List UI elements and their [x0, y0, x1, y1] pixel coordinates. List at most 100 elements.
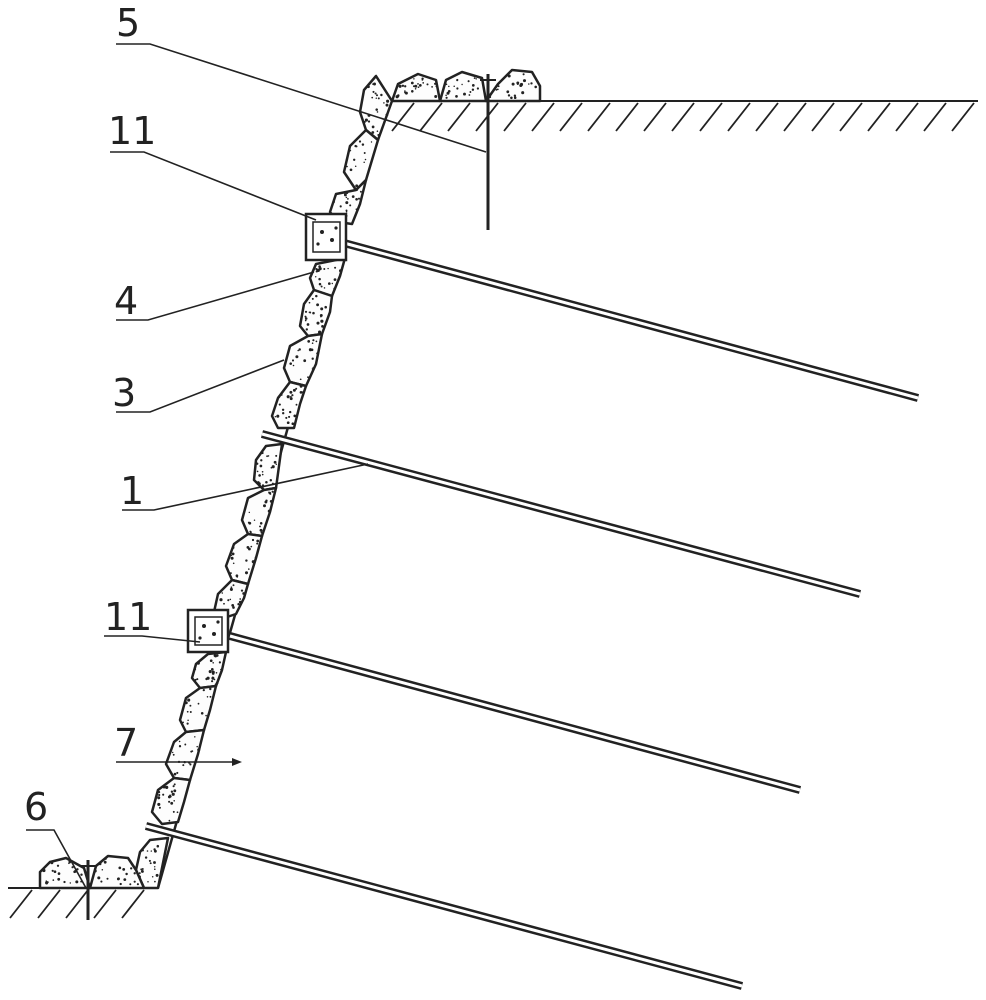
concrete-speck [242, 592, 245, 595]
concrete-speck [256, 462, 259, 465]
concrete-speck [141, 849, 144, 852]
concrete-speck [215, 681, 219, 685]
concrete-speck [346, 165, 348, 168]
concrete-speck [320, 307, 324, 311]
concrete-speck [189, 711, 192, 713]
concrete-speck [172, 785, 175, 788]
concrete-speck [316, 321, 320, 325]
concrete-speck [227, 599, 230, 602]
concrete-speck [271, 465, 275, 469]
concrete-speck [232, 584, 235, 587]
concrete-speck [182, 764, 185, 767]
concrete-speck [230, 556, 234, 560]
concrete-speck [381, 127, 383, 130]
slope-block [150, 776, 192, 826]
concrete-speck [93, 869, 97, 873]
concrete-speck [380, 93, 383, 97]
concrete-speck [237, 603, 240, 606]
hatch-line [587, 102, 611, 132]
concrete-speck [286, 421, 290, 425]
top-ground-surface [380, 100, 978, 132]
crest-pin [480, 74, 496, 230]
concrete-speck [398, 84, 402, 88]
concrete-speck [307, 340, 311, 343]
concrete-speck [231, 604, 235, 607]
concrete-speck [269, 500, 273, 503]
concrete-speck [344, 193, 346, 195]
concrete-speck [448, 85, 450, 88]
concrete-speck [189, 763, 192, 766]
concrete-speck [375, 94, 379, 97]
concrete-speck [130, 867, 133, 870]
label-11-upper: 11 [108, 109, 156, 153]
slope-block [178, 684, 218, 734]
concrete-speck [157, 802, 161, 806]
concrete-speck [280, 393, 283, 396]
concrete-speck [332, 200, 335, 203]
concrete-speck [214, 683, 217, 686]
concrete-speck [209, 659, 213, 663]
concrete-speck [316, 303, 320, 307]
concrete-speck [229, 572, 232, 575]
concrete-speck [290, 380, 293, 383]
label-11-lower: 11 [104, 595, 152, 639]
concrete-speck [367, 120, 371, 123]
concrete-speck [261, 473, 264, 476]
label-1: 1 [120, 469, 144, 513]
concrete-speck [251, 538, 255, 542]
hatch-line [839, 102, 863, 132]
concrete-speck [218, 661, 222, 664]
concrete-speck [274, 415, 277, 418]
concrete-speck [258, 474, 261, 477]
slope-block [240, 486, 278, 538]
concrete-speck [507, 94, 511, 97]
concrete-speck [248, 511, 251, 514]
concrete-speck [422, 82, 425, 84]
concrete-speck [471, 84, 475, 87]
hatch-line [37, 889, 61, 919]
soil-nails [144, 239, 920, 990]
slope-block [164, 728, 206, 782]
concrete-speck [250, 545, 253, 548]
concrete-speck [229, 587, 233, 591]
concrete-speck [385, 113, 389, 117]
concrete-speck [140, 868, 143, 871]
concrete-speck [171, 792, 175, 796]
concrete-speck [289, 390, 293, 394]
concrete-speck [318, 277, 321, 281]
concrete-speck [162, 793, 165, 796]
concrete-speck [238, 600, 242, 604]
concrete-speck [230, 554, 233, 557]
concrete-speck [288, 415, 291, 418]
concrete-speck [471, 88, 475, 91]
concrete-speck [223, 602, 225, 605]
concrete-speck [311, 368, 314, 370]
concrete-speck [345, 158, 349, 161]
concrete-speck [212, 662, 214, 664]
concrete-speck [208, 670, 212, 674]
concrete-speck [386, 99, 390, 103]
concrete-speck [153, 861, 156, 864]
concrete-speck [173, 800, 175, 802]
concrete-speck [259, 522, 263, 525]
concrete-speck [205, 677, 208, 681]
concrete-speck [513, 96, 517, 99]
concrete-speck [385, 103, 389, 107]
concrete-speck [530, 82, 533, 85]
concrete-speck [318, 282, 322, 286]
concrete-speck [189, 704, 192, 707]
concrete-speck [315, 340, 318, 343]
concrete-speck [100, 880, 103, 883]
concrete-speck [265, 480, 268, 484]
concrete-speck [231, 552, 235, 556]
concrete-speck [168, 819, 171, 822]
concrete-speck [52, 879, 55, 881]
concrete-speck [46, 881, 49, 884]
concrete-speck [253, 519, 256, 521]
slope-block [342, 128, 380, 192]
concrete-speck [125, 872, 128, 876]
concrete-speck [339, 205, 342, 208]
concrete-speck [522, 73, 525, 76]
concrete-speck [287, 395, 290, 397]
concrete-speck [144, 856, 148, 859]
